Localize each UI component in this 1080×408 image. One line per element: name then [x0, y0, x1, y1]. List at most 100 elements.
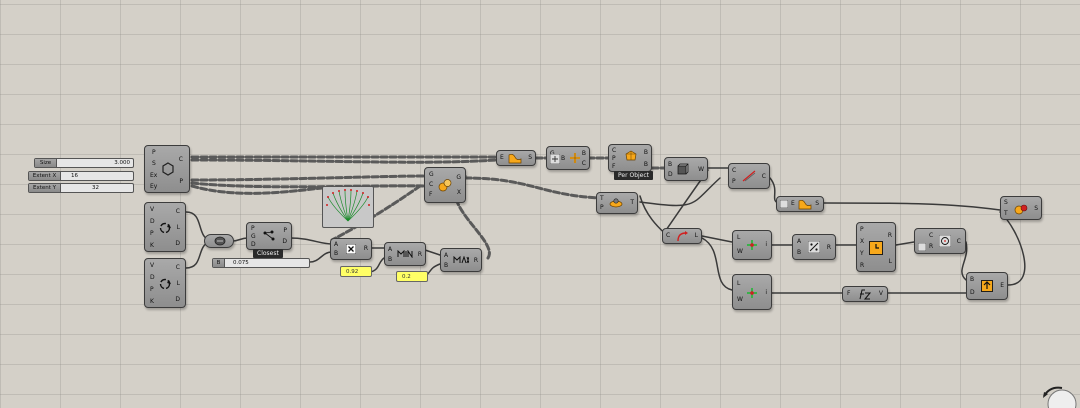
clock-icon — [869, 241, 883, 255]
multiply-component[interactable]: A B R — [330, 238, 372, 260]
port-input: D — [150, 218, 155, 225]
port-output: R — [473, 257, 478, 264]
port-input: A — [797, 238, 802, 245]
per-object-tooltip: Per Object — [614, 171, 654, 180]
hexagonal-grid-component[interactable]: P S Ex Ey C P — [144, 145, 190, 193]
spheres-icon — [1014, 204, 1028, 215]
curve-reverse-component[interactable]: C L — [662, 228, 702, 244]
multiply-icon — [346, 244, 356, 254]
slider-value: 3.000 — [114, 160, 130, 166]
slider-label: Size — [35, 159, 57, 167]
surface-component-2[interactable]: E S — [776, 196, 824, 212]
port-input: X — [860, 238, 865, 245]
port-input: P — [732, 178, 736, 185]
expression-icon — [859, 289, 871, 300]
slider-label: Extent X — [29, 172, 61, 180]
port-input: C — [732, 167, 737, 174]
slider-label: B — [213, 259, 225, 267]
cluster-component[interactable]: G C F G X — [424, 167, 466, 203]
slider-extent-x[interactable]: Extent X 16 — [28, 171, 134, 181]
port-output: B — [643, 161, 648, 168]
surface-component-1[interactable]: E S — [496, 150, 536, 166]
surface-icon — [508, 153, 522, 164]
port-output: D — [175, 240, 180, 247]
port-input: T — [1004, 210, 1008, 217]
port-output: S — [1034, 205, 1038, 212]
closest-points-component[interactable]: P G D P D — [246, 222, 292, 250]
port-input: S — [152, 160, 156, 167]
spheres-icon — [438, 179, 452, 192]
graph-mapper-component[interactable]: P X Y R R L — [856, 222, 896, 272]
gem-icon — [625, 150, 637, 161]
port-input: W — [737, 296, 743, 303]
division-component[interactable]: A B R — [792, 234, 836, 260]
per-object-component[interactable]: C P F B B — [608, 144, 652, 172]
port-input: C — [429, 181, 434, 188]
maximum-icon — [453, 256, 469, 264]
move-component[interactable]: G B B C — [546, 146, 590, 170]
deform-icon — [609, 198, 623, 208]
maximum-component[interactable]: A B R — [440, 248, 482, 272]
port-input: R — [929, 243, 934, 250]
port-output: T — [630, 199, 634, 206]
port-input: P — [150, 286, 154, 293]
expression-component[interactable]: F V — [842, 286, 888, 302]
merge-icon — [214, 236, 226, 246]
port-input: L — [737, 280, 741, 287]
plus-icon — [747, 288, 757, 298]
construct-component[interactable]: C R C — [914, 228, 966, 254]
port-output: B — [581, 150, 586, 157]
port-output: P — [283, 227, 287, 234]
value-panel[interactable]: 0.2 — [396, 271, 428, 282]
port-input: F — [429, 191, 433, 198]
port-output: X — [456, 189, 461, 196]
minimum-component[interactable]: A B R — [384, 242, 426, 266]
box-component[interactable]: B D W — [664, 157, 708, 181]
port-output: S — [528, 154, 532, 161]
port-input: D — [668, 171, 673, 178]
navigation-compass-icon[interactable] — [1040, 378, 1080, 408]
list-item-icon — [981, 280, 993, 292]
merge-component[interactable] — [204, 234, 234, 248]
param-icon — [780, 200, 788, 208]
surface-icon — [798, 199, 812, 210]
port-input: C — [929, 232, 934, 239]
rotate-icon — [159, 222, 171, 234]
list-item-component[interactable]: B D E — [966, 272, 1008, 300]
port-input: G — [429, 171, 434, 178]
deform-component[interactable]: T P T — [596, 192, 638, 214]
port-output: B — [643, 149, 648, 156]
port-input: P — [600, 204, 604, 211]
port-input: B — [561, 155, 566, 162]
slider-b[interactable]: B 0.075 — [212, 258, 310, 268]
hexagon-icon — [162, 162, 174, 176]
port-output: G — [456, 174, 461, 181]
port-output: E — [1000, 282, 1004, 289]
port-input: P — [612, 155, 616, 162]
port-output: W — [698, 166, 704, 173]
port-input: B — [388, 256, 393, 263]
port-input: E — [791, 200, 795, 207]
port-input: G — [550, 150, 555, 157]
slider-label: Extent Y — [29, 184, 61, 192]
slider-value: 16 — [71, 173, 78, 179]
port-input: D — [251, 241, 256, 248]
slider-extent-y[interactable]: Extent Y 32 — [28, 183, 134, 193]
final-surface-component[interactable]: S T S — [1000, 196, 1042, 220]
curve-component-1[interactable]: V D P K C L D — [144, 202, 186, 252]
port-output: i — [765, 289, 767, 296]
line-component-1[interactable]: L W i — [732, 230, 772, 260]
extrude-component[interactable]: C P C — [728, 163, 770, 189]
port-input: C — [666, 232, 671, 239]
port-input: F — [847, 290, 851, 297]
port-input: B — [797, 249, 802, 256]
curve-component-2[interactable]: V D P K C L D — [144, 258, 186, 308]
slider-size[interactable]: Size 3.000 — [34, 158, 134, 168]
line-component-2[interactable]: L W i — [732, 274, 772, 310]
move-icon — [550, 154, 560, 164]
port-input: Ey — [150, 183, 158, 190]
port-input: B — [444, 262, 449, 269]
value-panel[interactable]: 0.92 — [340, 266, 372, 277]
division-icon — [808, 241, 820, 253]
